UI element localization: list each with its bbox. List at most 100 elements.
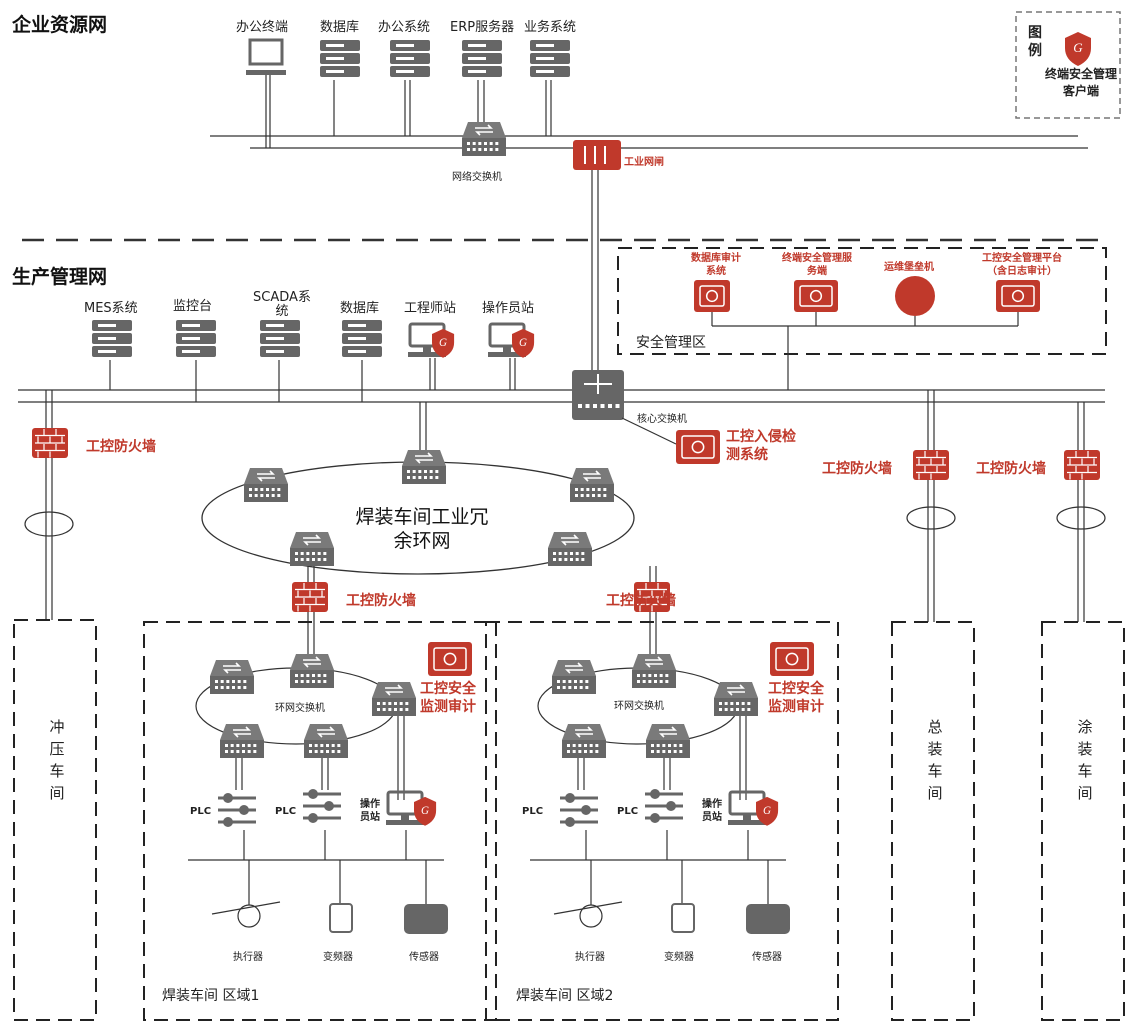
weld-area1-label: 焊装车间 区域1 — [162, 988, 260, 1004]
operator-station-label: 操作员站 — [482, 301, 535, 316]
ring-switch-c-2 — [714, 682, 758, 716]
svg-text:G: G — [421, 805, 429, 817]
assembly-cable-loop — [906, 506, 956, 530]
weld-area-box-1 — [143, 621, 497, 1021]
firewall-painting-icon — [1064, 450, 1100, 480]
legend-box — [1015, 11, 1121, 119]
production-db-label: 数据库 — [340, 301, 380, 316]
operator-shield-icon-1: G — [414, 796, 437, 826]
gateway-label: 工业网闸 — [624, 157, 664, 168]
legend-title: 图例 — [1028, 25, 1042, 59]
ics-mgmt-platform-label: 工控安全管理平台（含日志审计） — [982, 253, 1062, 277]
firewall-assembly-icon — [913, 450, 949, 480]
main-ring-switch-bottom-right — [548, 532, 592, 566]
plc-icon-b-2 — [645, 789, 683, 823]
ring-switch-c-1 — [372, 682, 416, 716]
db-audit-label: 数据库审计系统 — [691, 253, 741, 277]
svg-text:G: G — [1073, 40, 1083, 55]
operator-shield-icon: G — [512, 328, 535, 358]
core-ids-link — [621, 417, 677, 445]
stamping-area-label: 冲压车间 — [49, 718, 65, 802]
ring-switch-a-1 — [210, 660, 254, 694]
plc-icon-a-1 — [218, 793, 256, 827]
enterprise-db-label: 数据库 — [320, 20, 360, 35]
audit-label-2: 工控安全监测审计 — [768, 681, 824, 715]
main-ring-label: 焊装车间工业冗余环网 — [355, 506, 489, 552]
plc-icon-a-2 — [560, 793, 598, 827]
ring-switch-b-1 — [290, 654, 334, 688]
enterprise-title: 企业资源网 — [12, 14, 108, 36]
plc-label-1b: PLC — [275, 806, 297, 817]
weld-area2-label: 焊装车间 区域2 — [516, 988, 614, 1004]
ring-switch-e-1 — [304, 724, 348, 758]
audit-label-1: 工控安全监测审计 — [420, 681, 476, 715]
scada-icon — [260, 320, 300, 357]
enterprise-db-icon — [320, 40, 360, 77]
main-ring-switch-bottom-left — [290, 532, 334, 566]
enterprise-switch-label: 网络交换机 — [452, 172, 502, 183]
ids-label: 工控入侵检测系统 — [726, 429, 796, 463]
actuator-arrow-2 — [553, 901, 623, 915]
op-station-label-1: 操作员站 — [360, 799, 380, 823]
industrial-gateway-icon — [573, 140, 621, 170]
svg-text:G: G — [439, 337, 447, 349]
firewall-label-weld1: 工控防火墙 — [346, 593, 416, 609]
legend-shield-icon: G — [1065, 32, 1091, 66]
firewall-label-stamping: 工控防火墙 — [86, 439, 156, 455]
audit-icon-1 — [428, 642, 472, 676]
stamping-area-box — [13, 619, 97, 1021]
ring-switch-label-1: 环网交换机 — [275, 703, 325, 714]
painting-cable-loop — [1056, 506, 1106, 530]
sensor-icon-2 — [746, 904, 790, 934]
plc-label-2b: PLC — [617, 806, 639, 817]
operator-shield-icon-2: G — [756, 796, 779, 826]
bastion-host-label: 运维堡垒机 — [884, 262, 934, 273]
core-switch-icon — [572, 370, 624, 420]
security-zone-box — [617, 247, 1107, 355]
stamping-cable-loop — [24, 511, 74, 537]
office-terminal-icon — [246, 38, 286, 75]
business-system-icon — [530, 40, 570, 77]
svg-text:G: G — [519, 337, 527, 349]
main-ring-switch-right — [570, 468, 614, 502]
office-system-icon — [390, 40, 430, 77]
ics-mgmt-platform-icon — [996, 280, 1040, 312]
terminal-mgmt-server-icon — [794, 280, 838, 312]
main-ring-switch-top — [402, 450, 446, 484]
weld-area-box-2 — [485, 621, 839, 1021]
plc-label-2a: PLC — [522, 806, 544, 817]
ring-switch-label-2: 环网交换机 — [614, 701, 664, 712]
firewall-stamping-icon — [32, 428, 68, 458]
ring-switch-b-2 — [632, 654, 676, 688]
painting-area-box — [1041, 621, 1125, 1021]
firewall-weld-1 — [292, 582, 328, 612]
ring-switch-d-1 — [220, 724, 264, 758]
actuator-icon-1 — [237, 904, 261, 928]
ring-switch-a-2 — [552, 660, 596, 694]
actuator-icon-2 — [579, 904, 603, 928]
op-station-label-2: 操作员站 — [702, 799, 722, 823]
engineer-station-label: 工程师站 — [404, 301, 457, 316]
business-system-label: 业务系统 — [524, 20, 577, 35]
ring-switch-d-2 — [562, 724, 606, 758]
production-db-icon — [342, 320, 382, 357]
actuator-label-1: 执行器 — [233, 952, 263, 963]
assembly-area-label: 总装车间 — [927, 718, 943, 802]
svg-text:G: G — [763, 805, 771, 817]
monitor-label: 监控台 — [173, 299, 213, 314]
engineer-shield-icon: G — [432, 328, 455, 358]
ring-switch-e-2 — [646, 724, 690, 758]
security-zone-title: 安全管理区 — [636, 335, 706, 351]
assembly-area-box — [891, 621, 975, 1021]
mes-icon — [92, 320, 132, 357]
legend-item-label: 终端安全管理客户端 — [1044, 67, 1117, 98]
scada-label: SCADA系统 — [253, 290, 311, 319]
firewall-weld-2 — [634, 582, 670, 612]
ids-icon — [676, 430, 720, 464]
plc-label-1a: PLC — [190, 806, 212, 817]
firewall-label-painting: 工控防火墙 — [976, 461, 1046, 477]
firewall-label-assembly: 工控防火墙 — [822, 461, 892, 477]
audit-icon-2 — [770, 642, 814, 676]
